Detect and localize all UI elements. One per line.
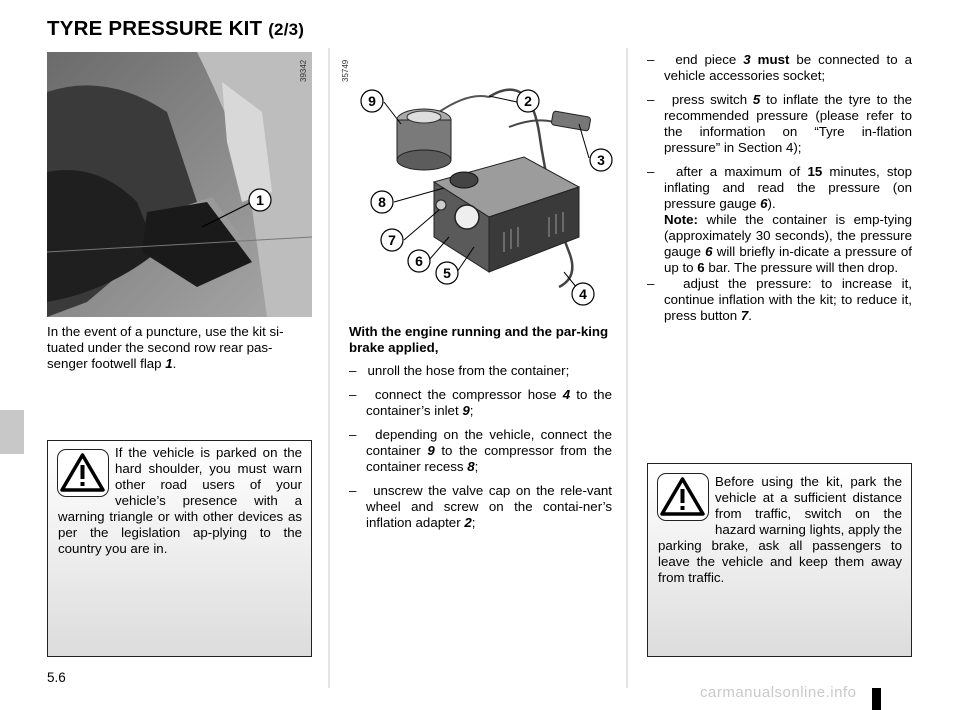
warning-box-right: Before using the kit, park the vehicle a… [647,463,912,657]
warning-box-left: If the vehicle is parked on the hard sho… [47,440,312,657]
callout-4: 4 [579,286,587,302]
footwell-illustration: 1 [47,52,312,317]
column-divider [626,48,628,688]
step-end-piece: – end piece 3 must be connected to a veh… [647,52,912,83]
page-title-main: TYRE PRESSURE KIT [47,17,263,40]
callout-7: 7 [388,232,396,248]
callout-3: 3 [597,152,605,168]
step-text: adjust the pressure: to increase it, con… [664,276,912,323]
step-text: connect the compressor hose [374,387,563,402]
step-text: unroll the hose from the container; [367,363,570,378]
compressor-illustration: 9 2 3 8 7 6 5 4 [360,88,613,306]
ref-8: 8 [467,459,475,474]
note-text: will briefly in-dicate a pressure of up … [664,244,913,275]
note-text: while the container is emp-tying (approx… [664,212,912,259]
callout-8: 8 [378,194,386,210]
ref-6-bar: 6 [697,260,705,275]
intro-text: In the event of a puncture, use the kit … [47,324,284,371]
step-text: unscrew the valve cap on the rele-vant w… [366,483,612,530]
warning-triangle-icon [657,473,709,521]
step-text: to inflate the tyre to the recommended p… [664,92,912,155]
ref-4: 4 [562,387,571,402]
step-valve-cap: – unscrew the valve cap on the rele-vant… [349,483,612,530]
intro-end: . [172,356,177,371]
page-number: 5.6 [47,670,66,685]
ref-7: 7 [740,308,749,323]
callout-5: 5 [443,265,451,281]
right-column: – end piece 3 must be connected to a veh… [647,52,912,332]
callout-9: 9 [368,93,376,109]
note-text: bar. The pressure will then drop. [704,260,899,275]
step-connect-container: – depending on the vehicle, connect the … [349,427,612,474]
warning-text-right: Before using the kit, park the vehicle a… [658,474,902,586]
ref-2: 2 [464,515,472,530]
step-text: be connected to a vehicle accessories so… [664,52,912,83]
ref-9: 9 [462,403,470,418]
step-text: to the container’s inlet [366,387,612,418]
step-text: ). [767,196,776,211]
callout-circle [248,188,272,212]
step-text: ; [474,459,479,474]
figure-id-code: 35749 [341,59,350,82]
page-title-part: (2/3) [268,20,305,39]
photo-id-code: 39342 [299,59,308,82]
ref-9: 9 [427,443,435,458]
ref-6: 6 [760,196,768,211]
step-text: . [748,308,752,323]
step-text: ; [469,403,474,418]
ref-5: 5 [752,92,761,107]
step-text: press switch [671,92,753,107]
intro-paragraph: In the event of a puncture, use the kit … [47,324,312,372]
emphasis-must: must [757,52,790,67]
middle-column: With the engine running and the par-king… [349,324,612,539]
warning-body: Before using the kit, park the vehicle a… [658,474,903,585]
ref-6: 6 [705,244,713,259]
footwell-photo: 1 [47,52,312,317]
page-edge-marker [872,688,881,710]
step-after-max: – after a maximum of 15 minutes, stop in… [647,164,913,275]
step-text: depending on the vehicle, connect the co… [366,427,612,458]
step-text: after a maximum of [675,164,808,179]
step-unroll: – unroll the hose from the container; [349,363,570,378]
warning-text-left: If the vehicle is parked on the hard sho… [58,445,302,557]
page-title: TYRE PRESSURE KIT (2/3) [47,17,304,41]
step-press-switch: – press switch 5 to inflate the tyre to … [647,92,912,155]
column-divider [328,48,330,688]
step-text: minutes, stop inflating and read the pre… [664,164,912,211]
ref-1: 1 [165,356,173,371]
warning-triangle-icon [57,449,109,497]
step-text: end piece [675,52,744,67]
ref-15: 15 [807,164,823,179]
ref-3: 3 [743,52,751,67]
watermark-text: carmanualsonline.info [700,684,857,701]
compressor-figure: 9 2 3 8 7 6 5 4 [339,52,614,317]
callout-1: 1 [256,192,264,208]
warning-body: If the vehicle is parked on the hard sho… [58,445,302,556]
step-text: ; [471,515,476,530]
procedure-heading: With the engine running and the par-king… [349,324,609,355]
step-text: to the compressor from the container rec… [366,443,612,474]
callout-2: 2 [524,93,532,109]
note-label: Note: [664,212,698,227]
callout-6: 6 [415,253,423,269]
step-adjust: – adjust the pressure: to increase it, c… [647,276,912,323]
step-connect-hose: – connect the compressor hose 4 to the c… [349,387,612,418]
section-tab [0,410,24,454]
